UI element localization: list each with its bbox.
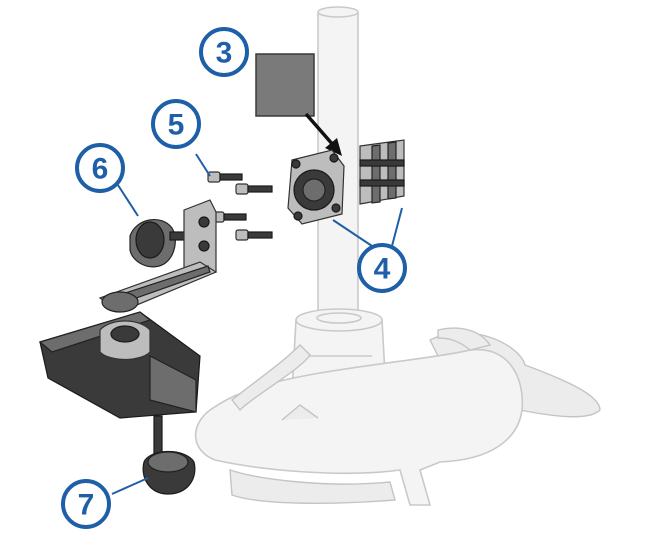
screws (207, 171, 273, 241)
screw (207, 171, 243, 183)
screw (235, 229, 273, 241)
screw (211, 211, 247, 223)
callout-4: 4 (357, 243, 407, 293)
motor-body (194, 327, 601, 506)
bottom-knob (142, 415, 196, 495)
callout-6-label: 6 (92, 153, 109, 186)
motor-collar (291, 308, 387, 393)
shaft-clamp (359, 139, 405, 205)
screw (235, 183, 273, 195)
callout-4-label: 4 (374, 253, 391, 286)
callout-leaders (111, 153, 403, 495)
callout-7: 7 (61, 479, 111, 529)
callout-3: 3 (199, 27, 249, 77)
arrow-pad-to-shaft (304, 112, 342, 156)
callout-7-label: 7 (78, 489, 95, 522)
transducer-body (38, 311, 201, 419)
mount-bracket (287, 149, 345, 225)
callout-6: 6 (75, 143, 125, 193)
mount-knob (129, 219, 191, 268)
tilt-arm (98, 199, 218, 313)
callout-3-label: 3 (216, 37, 233, 70)
callout-5-label: 5 (168, 109, 185, 142)
adhesive-pad (255, 53, 315, 117)
callout-5: 5 (151, 99, 201, 149)
